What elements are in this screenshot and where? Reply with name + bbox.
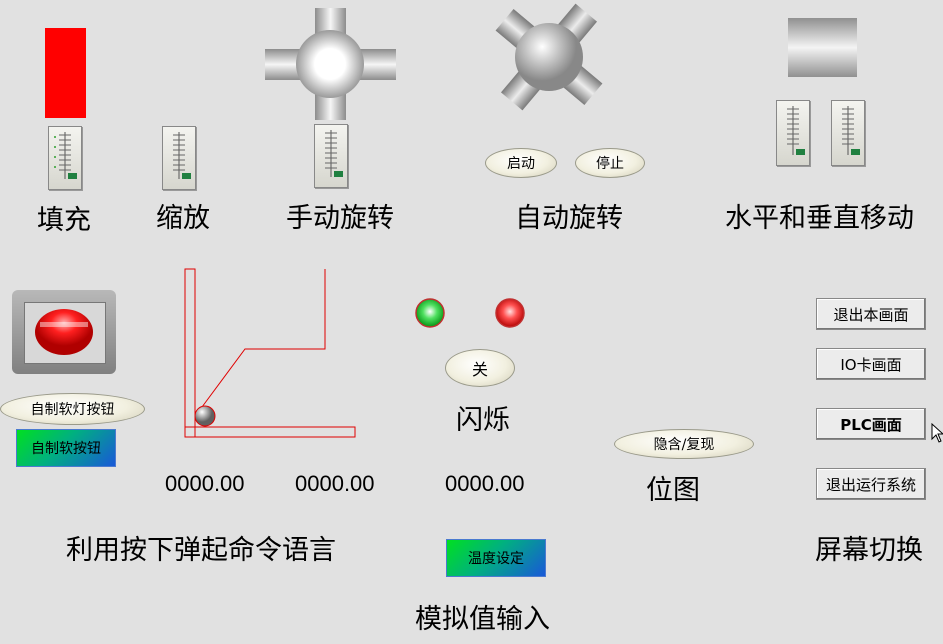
value-display-1: 0000.00: [165, 471, 245, 496]
custom-soft-light-button[interactable]: 自制软灯按钮: [0, 393, 145, 425]
fill-label: 填充: [37, 205, 91, 236]
stop-button[interactable]: 停止: [575, 148, 645, 178]
hide-show-button[interactable]: 隐含/复现: [614, 429, 754, 459]
value-display-2: 0000.00: [295, 471, 375, 496]
light-frame: [12, 290, 116, 374]
cross-pipe-icon: [265, 8, 396, 120]
fan-icon: [495, 3, 603, 111]
start-button[interactable]: 启动: [485, 148, 557, 178]
press-path-drawing: [184, 268, 356, 438]
flash-label: 闪烁: [456, 405, 510, 436]
mouse-cursor-icon: [931, 423, 943, 443]
analog-input-label: 模拟值输入: [415, 604, 550, 635]
value-display-3: 0000.00: [445, 471, 525, 496]
red-light-icon: [35, 309, 93, 355]
plc-screen-button[interactable]: PLC画面: [816, 408, 926, 440]
vertical-slider[interactable]: [831, 100, 865, 166]
fill-bar: [45, 28, 86, 118]
moving-block: [788, 18, 857, 77]
zoom-label: 缩放: [156, 203, 210, 234]
rotate-slider[interactable]: [314, 124, 348, 188]
bitmap-label: 位图: [646, 475, 700, 506]
io-screen-button[interactable]: IO卡画面: [816, 348, 926, 380]
fill-slider[interactable]: [48, 126, 82, 190]
custom-soft-button[interactable]: 自制软按钮: [16, 429, 116, 467]
green-lamp-icon: [415, 298, 445, 328]
exit-screen-button[interactable]: 退出本画面: [816, 298, 926, 330]
horizontal-slider[interactable]: [776, 100, 810, 166]
press-release-label: 利用按下弹起命令语言: [66, 535, 336, 566]
zoom-slider[interactable]: [162, 126, 196, 190]
off-button[interactable]: 关: [445, 349, 515, 387]
temp-setting-button[interactable]: 温度设定: [446, 539, 546, 577]
exit-runtime-button[interactable]: 退出运行系统: [816, 468, 926, 500]
red-lamp-icon: [495, 298, 525, 328]
move-label: 水平和垂直移动: [725, 203, 914, 234]
manual-rotate-label: 手动旋转: [286, 203, 394, 234]
auto-rotate-label: 自动旋转: [515, 203, 623, 234]
screen-switch-label: 屏幕切换: [815, 535, 923, 566]
